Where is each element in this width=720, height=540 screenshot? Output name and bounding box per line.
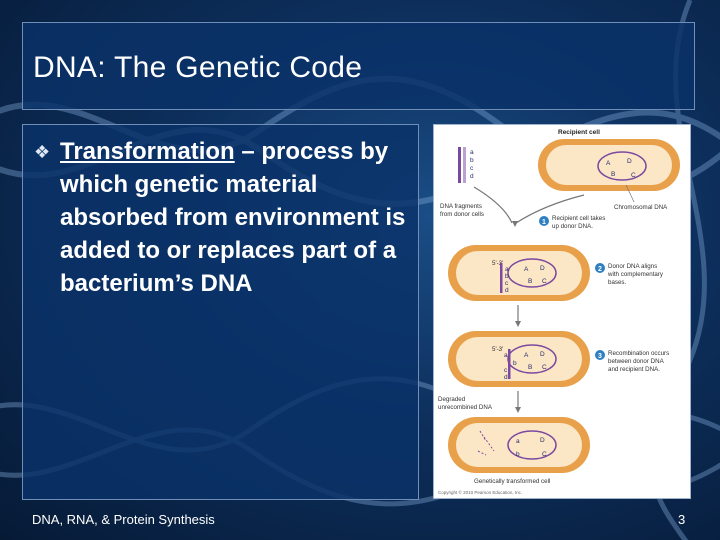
step-2-line1: Donor DNA aligns <box>608 263 657 270</box>
svg-text:b: b <box>513 360 517 367</box>
donor-letter-a: a <box>470 149 474 156</box>
svg-text:d: d <box>505 287 509 294</box>
step-3-line2: between donor DNA <box>608 358 665 365</box>
donor-dna-fragments: a b c d <box>458 147 474 183</box>
step-1-line1: Recipient cell takes <box>552 215 605 222</box>
svg-text:B: B <box>611 171 615 178</box>
donor-letter-c: c <box>470 165 474 172</box>
step-1-line2: up donor DNA. <box>552 223 593 230</box>
donor-letter-d: d <box>470 173 474 180</box>
fig-degraded-line2: unrecombined DNA <box>438 404 493 411</box>
content-panel: ❖ Transformation – process by which gene… <box>22 124 419 500</box>
transformation-figure: Recipient cell a b c d DNA fragments fro… <box>433 124 691 499</box>
svg-text:A: A <box>524 352 529 359</box>
strand-label-2: 5'-3' <box>492 346 503 353</box>
svg-text:D: D <box>540 351 545 358</box>
fig-dna-fragments-line1: DNA fragments <box>440 203 482 210</box>
slide-title: DNA: The Genetic Code <box>33 51 362 85</box>
step-2-number: 2 <box>598 266 602 273</box>
step-2-line2: with complementary <box>607 271 664 278</box>
fig-dna-fragments-line2: from donor cells <box>440 211 484 218</box>
svg-text:C: C <box>631 172 636 179</box>
svg-text:B: B <box>528 278 532 285</box>
svg-text:d: d <box>504 374 508 381</box>
fig-degraded-line1: Degraded <box>438 396 466 403</box>
step-2-line3: bases. <box>608 279 627 286</box>
svg-text:D: D <box>627 158 632 165</box>
bullet-text: Transformation – process by which geneti… <box>60 135 410 300</box>
svg-text:b: b <box>505 273 509 280</box>
svg-text:a: a <box>504 352 508 359</box>
svg-text:C: C <box>542 278 547 285</box>
svg-text:D: D <box>540 265 545 272</box>
bullet-term: Transformation <box>60 138 235 165</box>
fig-recipient-cell-label: Recipient cell <box>558 129 600 136</box>
svg-text:C: C <box>542 451 547 458</box>
svg-text:B: B <box>528 364 532 371</box>
step-3-line1: Recombination occurs <box>608 350 669 357</box>
donor-letter-b: b <box>470 157 474 164</box>
svg-text:a: a <box>516 438 520 445</box>
fig-transformed-label: Genetically transformed cell <box>474 478 550 485</box>
svg-text:A: A <box>606 160 611 167</box>
footer-text: DNA, RNA, & Protein Synthesis <box>32 512 215 527</box>
page-number: 3 <box>678 512 685 527</box>
title-panel: DNA: The Genetic Code <box>22 22 695 110</box>
step-3-number: 3 <box>598 353 602 360</box>
svg-text:b: b <box>516 451 520 458</box>
diamond-bullet-icon: ❖ <box>34 141 50 163</box>
fig-chromosomal-dna-label: Chromosomal DNA <box>614 204 668 211</box>
fig-copyright: Copyright © 2010 Pearson Education, Inc. <box>438 489 522 495</box>
figure-diagram: Recipient cell a b c d DNA fragments fro… <box>434 125 690 498</box>
recipient-cell-diagram: A D B C <box>538 139 680 191</box>
svg-text:A: A <box>524 266 529 273</box>
svg-text:C: C <box>542 364 547 371</box>
svg-text:D: D <box>540 437 545 444</box>
svg-text:a: a <box>505 266 509 273</box>
step-1-number: 1 <box>542 219 546 226</box>
step-3-line3: and recipient DNA. <box>608 366 660 373</box>
